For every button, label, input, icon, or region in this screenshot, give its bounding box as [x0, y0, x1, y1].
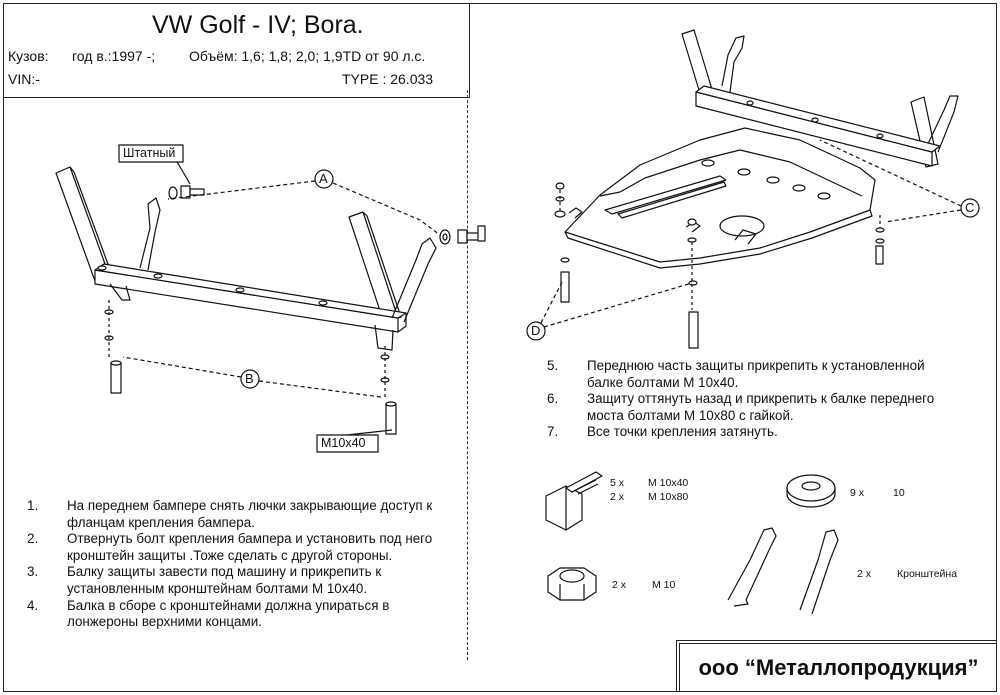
- nut-icon: [547, 567, 597, 601]
- bolt-size-label: M10x40: [321, 436, 366, 450]
- bracket-icon: [727, 527, 839, 615]
- beam-assembly-drawing: [55, 144, 486, 453]
- callout-a: A: [319, 171, 328, 186]
- page-title: VW Golf - IV; Bora.: [152, 11, 364, 39]
- company-name: ооо “Металлопродукция”: [676, 640, 997, 692]
- bolt-size-2: M 10x80: [648, 491, 689, 503]
- instruction-item: 3.Балку защиты завести под машину и прик…: [27, 564, 382, 596]
- bracket-name: Кронштейна: [897, 568, 958, 580]
- instruction-item: 6.Защиту оттянуть назад и прикрепить к б…: [547, 391, 935, 423]
- engine-label: Объём: 1,6; 1,8; 2,0; 1,9TD от 90 л.с.: [189, 48, 426, 64]
- bracket-qty: 2 x: [857, 568, 872, 580]
- nut-size: M 10: [652, 579, 676, 591]
- callout-d: D: [531, 323, 541, 338]
- bolt-qty-1: 5 x: [610, 477, 625, 489]
- body-label: Кузов:: [8, 48, 49, 64]
- instructions-left: 1.На переднем бампере снять лючки закрыв…: [27, 498, 467, 631]
- skid-plate-drawing: [526, 29, 980, 349]
- title-block: VW Golf - IV; Bora. Кузов: год в.:1997 -…: [4, 4, 470, 98]
- bolt-qty-2: 2 x: [610, 491, 625, 503]
- instructions-right: 5.Переднюю часть защиты прикрепить к уст…: [547, 358, 987, 441]
- nut-qty: 2 x: [612, 579, 627, 591]
- center-divider: [467, 90, 468, 660]
- stock-bolt-icon: [168, 185, 205, 200]
- stock-bolt-label: Штатный: [123, 146, 176, 160]
- year-label: год в.:1997 -;: [72, 48, 156, 64]
- instruction-item: 4.Балка в сборе с кронштейнами должна уп…: [27, 597, 390, 630]
- instruction-item: 1.На переднем бампере снять лючки закрыв…: [27, 498, 433, 530]
- instruction-item: 5.Переднюю часть защиты прикрепить к уст…: [547, 358, 925, 390]
- instruction-item: 7.Все точки крепления затянуть.: [547, 424, 778, 440]
- callout-c: C: [965, 200, 975, 215]
- bolt-icon: [545, 471, 603, 531]
- washer-size: 10: [893, 487, 905, 499]
- vin-label: VIN:-: [8, 71, 40, 87]
- drawing-frame: VW Golf - IV; Bora. Кузов: год в.:1997 -…: [3, 3, 997, 692]
- washer-icon: [786, 474, 836, 508]
- type-label: TYPE : 26.033: [342, 71, 434, 87]
- bolt-size-1: M 10x40: [648, 477, 689, 489]
- parts-legend: [545, 471, 839, 615]
- washer-qty: 9 x: [850, 487, 865, 499]
- callout-b: B: [245, 371, 254, 386]
- instruction-item: 2.Отвернуть болт крепления бампера и уст…: [27, 531, 433, 563]
